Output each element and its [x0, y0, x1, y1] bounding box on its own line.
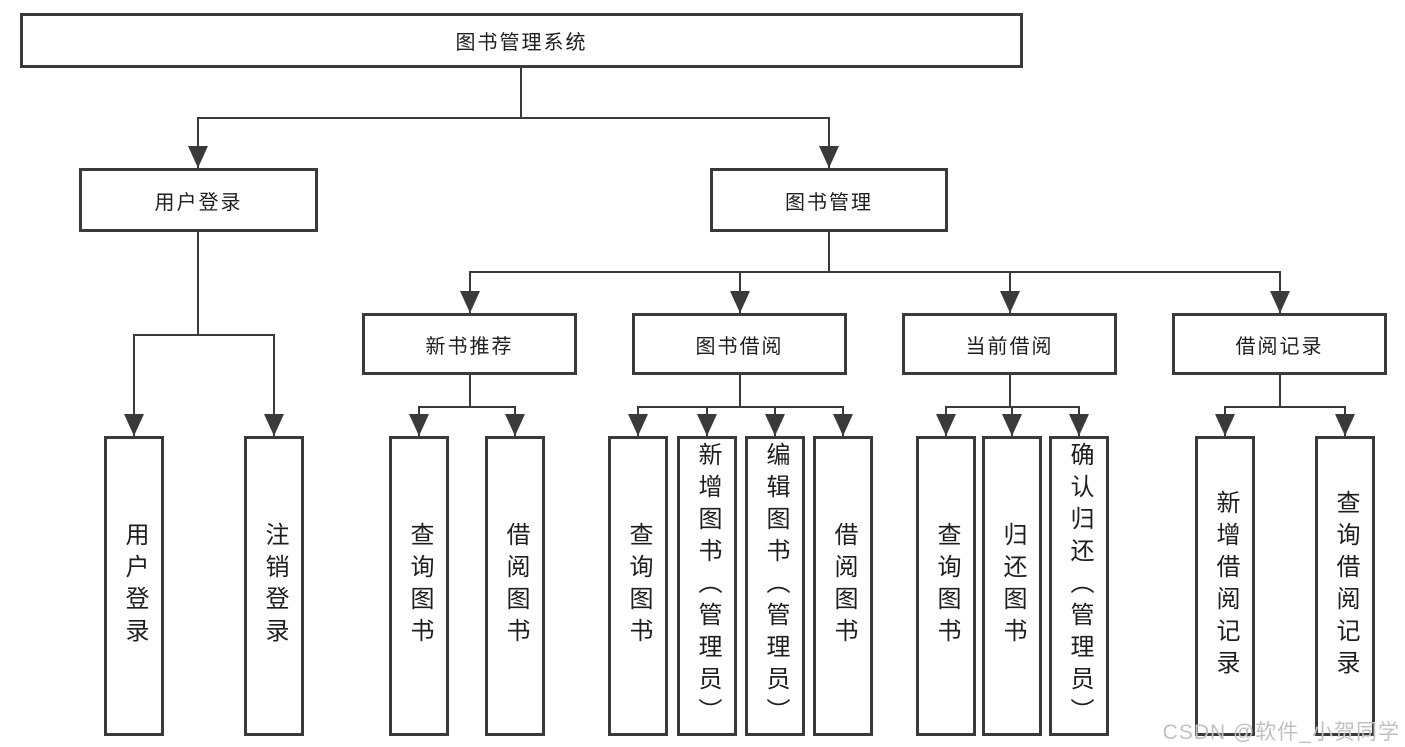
leaf-label: 新增借阅记录 [1212, 490, 1239, 682]
leaf-label: 查询借阅记录 [1332, 490, 1359, 682]
node-book-management: 图书管理 [710, 168, 948, 232]
node-book-borrowing: 图书借阅 [632, 313, 847, 375]
leaf-label: 新增图书（管理员） [694, 442, 721, 730]
connector-drop-book-management [828, 117, 830, 168]
arrowhead-icon [765, 414, 785, 436]
node-current-borrowing: 当前借阅 [902, 313, 1117, 375]
leaf-logout: 注销登录 [244, 436, 304, 736]
arrowhead-icon [409, 414, 429, 436]
arrowhead-icon [819, 146, 839, 168]
connector-drop-leaf [133, 334, 135, 436]
node-label: 图书管理系统 [455, 32, 588, 54]
arrowhead-icon [1215, 414, 1235, 436]
leaf-query-books-current: 查询图书 [916, 436, 976, 736]
leaf-label: 归还图书 [999, 522, 1026, 650]
leaf-query-books-recommend: 查询图书 [389, 436, 449, 736]
node-label: 新书推荐 [425, 335, 514, 358]
leaf-label: 用户登录 [121, 522, 148, 650]
connector-stem-current [1009, 375, 1011, 408]
arrowhead-icon [1000, 291, 1020, 313]
arrowhead-icon [1270, 291, 1290, 313]
node-label: 用户登录 [154, 191, 243, 214]
connector-rail-user-login [133, 334, 275, 336]
node-label: 当前借阅 [965, 335, 1054, 358]
leaf-label: 查询图书 [933, 522, 960, 650]
arrowhead-icon [188, 146, 208, 168]
connector-drop-user-login [197, 117, 199, 168]
leaf-label: 查询图书 [625, 522, 652, 650]
node-new-book-recommendation: 新书推荐 [362, 313, 577, 375]
leaf-query-books-borrowing: 查询图书 [608, 436, 668, 736]
node-library-management-system: 图书管理系统 [20, 13, 1023, 68]
arrowhead-icon [124, 414, 144, 436]
leaf-add-book-admin: 新增图书（管理员） [677, 436, 737, 736]
node-label: 图书借阅 [695, 335, 784, 358]
leaf-borrow-books: 借阅图书 [813, 436, 873, 736]
leaf-return-books: 归还图书 [982, 436, 1042, 736]
leaf-label: 查询图书 [406, 522, 433, 650]
connector-stem-book-management [828, 232, 830, 273]
connector-stem-borrowing [739, 375, 741, 408]
connector-rail-records [1224, 406, 1346, 408]
arrowhead-icon [730, 291, 750, 313]
leaf-borrow-books-recommend: 借阅图书 [485, 436, 545, 736]
connector-stem-recommend [469, 375, 471, 408]
connector-rail-recommend [418, 406, 516, 408]
arrowhead-icon [936, 414, 956, 436]
leaf-label: 借阅图书 [502, 522, 529, 650]
node-borrowing-records: 借阅记录 [1172, 313, 1387, 375]
leaf-confirm-return-admin: 确认归还（管理员） [1049, 436, 1109, 736]
leaf-edit-book-admin: 编辑图书（管理员） [745, 436, 805, 736]
arrowhead-icon [1002, 414, 1022, 436]
arrowhead-icon [460, 291, 480, 313]
arrowhead-icon [628, 414, 648, 436]
leaf-add-borrow-record: 新增借阅记录 [1195, 436, 1255, 736]
connector-rail-book-management [469, 271, 1281, 273]
leaf-label: 编辑图书（管理员） [762, 442, 789, 730]
leaf-label: 借阅图书 [830, 522, 857, 650]
leaf-label: 注销登录 [261, 522, 288, 650]
connector-stem-root [520, 68, 522, 119]
arrowhead-icon [1335, 414, 1355, 436]
arrowhead-icon [697, 414, 717, 436]
leaf-query-borrow-record: 查询借阅记录 [1315, 436, 1375, 736]
node-user-login: 用户登录 [79, 168, 318, 232]
leaf-user-login: 用户登录 [104, 436, 164, 736]
connector-rail-borrowing [637, 406, 844, 408]
arrowhead-icon [505, 414, 525, 436]
arrowhead-icon [1069, 414, 1089, 436]
connector-drop-leaf [273, 334, 275, 436]
arrowhead-icon [264, 414, 284, 436]
node-label: 借阅记录 [1235, 335, 1324, 358]
connector-stem-records [1279, 375, 1281, 408]
leaf-label: 确认归还（管理员） [1066, 442, 1093, 730]
connector-stem-user-login [197, 232, 199, 336]
node-label: 图书管理 [785, 191, 873, 214]
connector-rail-root [197, 117, 830, 119]
csdn-watermark: CSDN @软件_小贺同学 [1162, 721, 1400, 744]
arrowhead-icon [833, 414, 853, 436]
